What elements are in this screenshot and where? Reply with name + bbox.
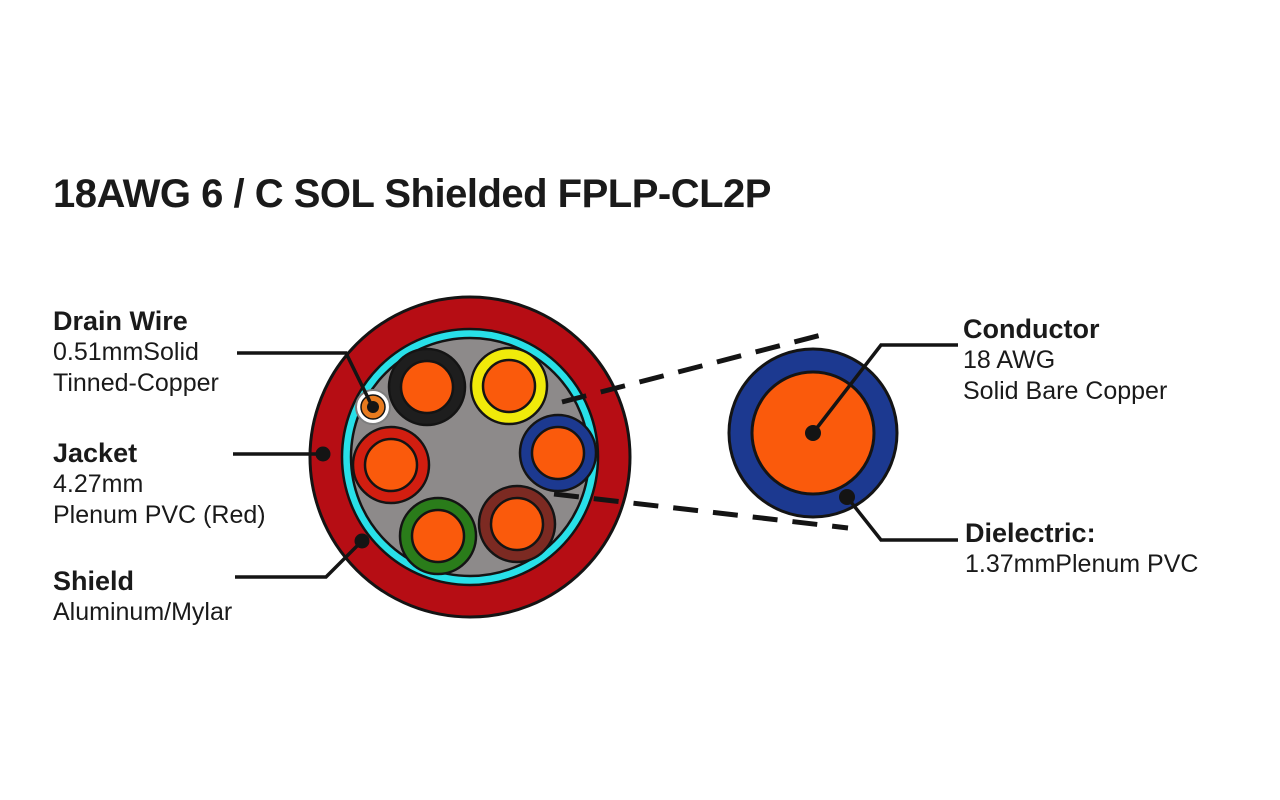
jacket-spec-material: Plenum PVC (Red) — [53, 501, 266, 529]
conductor-red-core — [363, 437, 419, 493]
jacket-heading: Jacket — [53, 438, 138, 468]
conductor-blue — [518, 413, 598, 493]
shield-anchor-dot — [354, 533, 370, 549]
conductor-label: Conductor 18 AWG Solid Bare Copper — [963, 314, 1167, 407]
conductor-red — [351, 425, 431, 505]
conductor-brown-core — [489, 496, 545, 552]
shield-leader-line — [235, 539, 364, 579]
magnify-dashed-line-bottom — [553, 491, 849, 531]
drain-wire-heading: Drain Wire — [53, 306, 188, 336]
conductor-black-core — [399, 359, 455, 415]
jacket-anchor-dot — [315, 446, 331, 462]
dielectric-label: Dielectric: 1.37mmPlenum PVC — [965, 518, 1198, 580]
page-title: 18AWG 6 / C SOL Shielded FPLP-CL2P — [53, 172, 771, 216]
jacket-label: Jacket 4.27mm Plenum PVC (Red) — [53, 438, 266, 531]
conductor-leader-line — [811, 343, 958, 435]
drain-wire-spec-size: 0.51mmSolid — [53, 338, 199, 366]
drain-wire-anchor-dot — [367, 401, 379, 413]
drain-wire-label: Drain Wire 0.51mmSolid Tinned-Copper — [53, 306, 219, 399]
drain-wire-spec-material: Tinned-Copper — [53, 369, 219, 397]
conductor-yellow — [469, 346, 549, 426]
magnify-dashed-line-top — [561, 329, 834, 405]
drain-wire-leader-line — [237, 351, 374, 407]
conductor-heading: Conductor — [963, 314, 1100, 344]
conductor-anchor-dot — [805, 425, 821, 441]
conductor-yellow-core — [481, 358, 537, 414]
dielectric-leader-line — [845, 495, 958, 542]
conductor-spec-gauge: 18 AWG — [963, 346, 1056, 374]
conductor-blue-core — [530, 425, 586, 481]
conductor-spec-material: Solid Bare Copper — [963, 377, 1168, 405]
shield-heading: Shield — [53, 566, 135, 596]
shield-spec-material: Aluminum/Mylar — [53, 598, 233, 626]
dielectric-heading: Dielectric: — [965, 518, 1096, 548]
conductor-green-core — [410, 508, 466, 564]
conductor-green — [398, 496, 478, 576]
jacket-spec-size: 4.27mm — [53, 470, 144, 498]
shield-label: Shield Aluminum/Mylar — [53, 566, 232, 628]
conductor-brown — [477, 484, 557, 564]
conductor-black — [387, 347, 467, 427]
dielectric-anchor-dot — [839, 489, 855, 505]
cable-cross-section — [308, 295, 632, 619]
dielectric-spec: 1.37mmPlenum PVC — [965, 550, 1199, 578]
